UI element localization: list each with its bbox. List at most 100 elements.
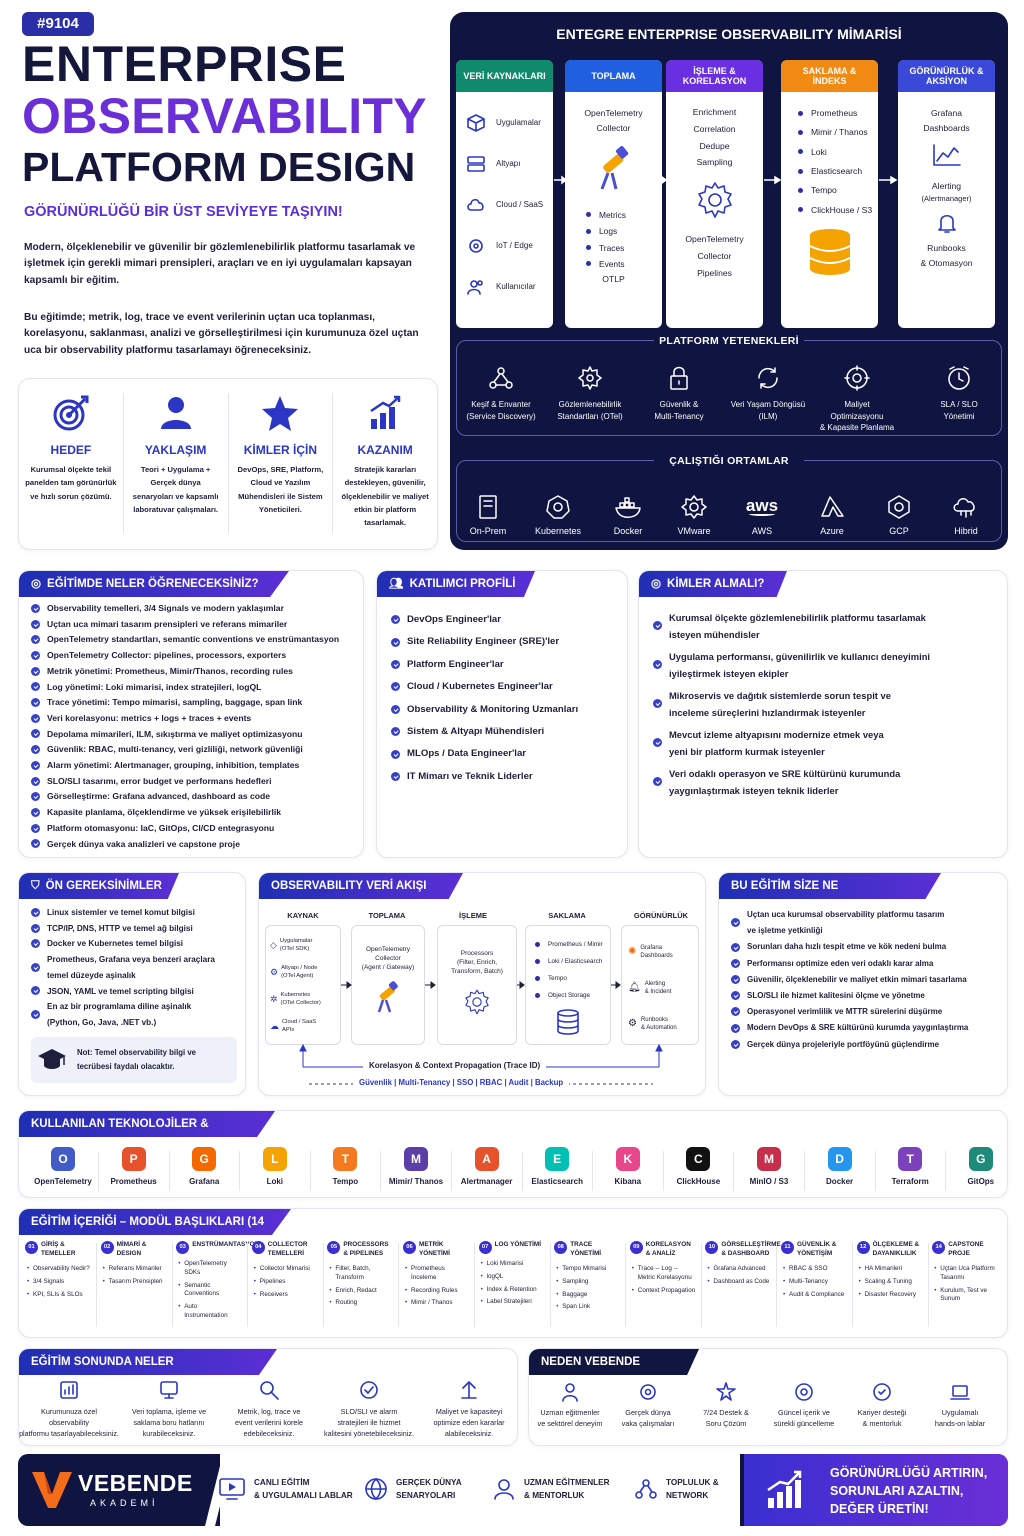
- module-point: Sampling: [556, 1278, 620, 1287]
- support-icon: [716, 1382, 736, 1401]
- pillar-approach: YAKLAŞIM Teori + Uygulama + Gerçek dünya…: [124, 393, 229, 533]
- lock-icon: [670, 366, 688, 390]
- architecture-title: ENTEGRE ENTERPRISE OBSERVABILITY MİMARİS…: [556, 26, 902, 42]
- users-icon: [467, 279, 483, 295]
- learn-icon: ◎: [31, 578, 42, 590]
- vebende-logo-icon: [32, 1472, 72, 1508]
- list-item: Güvenlik: RBAC, multi-tenancy, veri gizl…: [31, 742, 339, 758]
- cube-icon: [467, 113, 485, 132]
- title-line-2: OBSERVABILITY: [22, 88, 427, 144]
- module-point: Trace -- Log -- Metric Korelasyonu: [632, 1265, 696, 1283]
- discovery-icon: [489, 367, 513, 389]
- flow-arrows: [299, 981, 663, 1085]
- clock-icon: [948, 366, 970, 390]
- list-item: Docker ve Kubernetes temel bilgisi: [31, 936, 215, 952]
- prereq-header: ⛉ÖN GEREKSİNİMLER: [19, 873, 179, 899]
- graduation-cap-icon: [38, 1049, 66, 1069]
- footer-cta[interactable]: GÖRÜNÜRLÜĞÜ ARTIRIN, SORUNLARI AZALTIN, …: [744, 1454, 1008, 1526]
- module-point: RBAC & SSO: [783, 1265, 847, 1274]
- module-point: Label Stratejileri: [481, 1298, 545, 1307]
- pillars-card: HEDEF Kurumsal ölçekte tekil panelden ta…: [18, 378, 438, 550]
- flow-process-box: Processors(Filter, Enrich,Transform, Bat…: [437, 925, 517, 1045]
- prereq-note: Not: Temel observability bilgi ve tecrüb…: [31, 1037, 237, 1083]
- tool-divider: [98, 1151, 99, 1191]
- list-item: IT Mimarı ve Teknik Liderler: [391, 766, 578, 788]
- module-point: Filter, Batch, Transform: [329, 1265, 393, 1283]
- tool-divider: [521, 1151, 523, 1191]
- module-point: Grafana Advanced: [707, 1265, 771, 1274]
- module-point: Disaster Recovery: [859, 1291, 923, 1300]
- app-icon: ◇: [270, 939, 277, 950]
- module-point: Auto Instrumentation: [178, 1303, 242, 1321]
- module-point: Baggage: [556, 1291, 620, 1300]
- target-icon: [53, 395, 89, 431]
- tool-divider: [239, 1151, 241, 1191]
- who-header: ◎KİMLER ALMALI?: [639, 571, 787, 597]
- module-03: 03ENSTRÜMANTASYONOpenTelemetry SDKsSeman…: [176, 1241, 259, 1325]
- module-point: Recording Rules: [405, 1287, 469, 1296]
- module-divider: [549, 1243, 551, 1327]
- module-point: Dashboard as Code: [707, 1278, 771, 1287]
- footer: VEBENDE AKADEMİ CANLI EĞİTİM& UYGULAMALI…: [18, 1454, 1008, 1526]
- process-gear-icon: [465, 989, 489, 1015]
- live-icon: [219, 1478, 245, 1500]
- list-item: Kurumsal ölçekte gözlemlenebilirlik plat…: [653, 609, 930, 643]
- tools-card: KULLANILAN TEKNOLOJİLER & ARAÇLAR OOpenT…: [18, 1110, 1008, 1198]
- target-user-icon: ◎: [651, 578, 662, 590]
- on-prem-icon: [479, 495, 497, 519]
- arch-col-storage: SAKLAMA & İNDEKS Prometheus Mimir / Than…: [781, 60, 878, 328]
- gear-icon: [640, 1384, 656, 1400]
- benefits-list: Uçtan uca kurumsal observability platfor…: [731, 907, 968, 1053]
- user-icon: [160, 397, 191, 429]
- list-item: Görselleştirme: Grafana advanced, dashbo…: [31, 789, 339, 805]
- module-divider: [247, 1243, 249, 1327]
- terraform-icon: T: [898, 1147, 923, 1171]
- grafana-small-icon: ✺: [628, 946, 637, 958]
- footer-feature-mentors: UZMAN EĞİTMENLER& MENTORLUK: [492, 1476, 610, 1502]
- benefits-header: BU EĞİTİM SİZE NE KAZANDIRACAK?: [719, 873, 941, 899]
- title-line-3: PLATFORM DESIGN: [22, 144, 416, 190]
- pillar-goal: HEDEF Kurumsal ölçekte tekil panelden ta…: [19, 393, 124, 533]
- flow-source-box: ◇Uygulamalar(OTel SDK) ⚙Altyapı / Node(O…: [265, 925, 341, 1045]
- platform-icon: [60, 1381, 78, 1399]
- list-item: Veri korelasyonu: metrics + logs + trace…: [31, 711, 339, 727]
- arch-col-sources: VERİ KAYNAKLARI Uygulamalar Altyapı Clou…: [456, 60, 553, 328]
- aws-icon: aws: [745, 496, 779, 516]
- telescope-icon: [600, 145, 628, 190]
- list-item: Cloud / Kubernetes Engineer'lar: [391, 676, 578, 698]
- brand-logo: VEBENDE AKADEMİ: [32, 1466, 222, 1514]
- chip-icon: [469, 238, 483, 253]
- security-label: Güvenlik | Multi-Tenancy | SSO | RBAC | …: [353, 1078, 570, 1087]
- list-item: SLO/SLI tasarımı, error budget ve perfor…: [31, 774, 339, 790]
- node-icon: ⚙: [270, 966, 279, 977]
- gitops-icon: G: [968, 1147, 993, 1171]
- pipeline-icon: [160, 1381, 178, 1399]
- vmware-icon: [681, 495, 707, 519]
- pillar-audience: KİMLER İÇİN DevOps, SRE, Platform, Cloud…: [229, 393, 334, 533]
- docker-icon: [615, 497, 641, 518]
- module-point: Semantic Conventions: [178, 1282, 242, 1300]
- flow-card: OBSERVABILITY VERİ AKIŞI KAYNAK TOPLAMA …: [258, 872, 706, 1096]
- prereq-list: Linux sistemler ve temel komut bilgisi T…: [31, 905, 215, 1031]
- list-item: Mikroservis ve dağıtık sistemlerde sorun…: [653, 687, 930, 721]
- alert-bell-icon: 🔔︎: [628, 982, 641, 994]
- modules-header: EĞİTİM İÇERİĞİ – MODÜL BAŞLIKLARI (14 MO…: [19, 1209, 291, 1235]
- server-icon: [467, 155, 485, 172]
- tool-divider: [309, 1151, 311, 1191]
- minio-icon: M: [757, 1147, 781, 1171]
- gear-icon: [697, 182, 732, 218]
- module-point: Observability Nedir?: [27, 1265, 91, 1274]
- module-divider: [322, 1243, 324, 1327]
- module-point: Scaling & Tuning: [859, 1278, 923, 1287]
